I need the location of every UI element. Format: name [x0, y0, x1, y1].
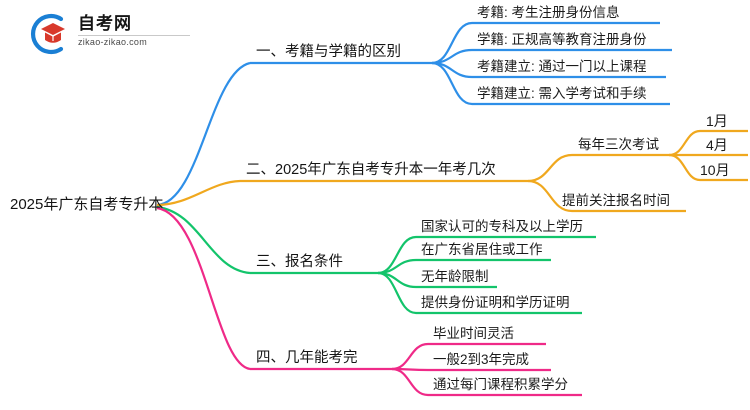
leaf-node-3-4[interactable]: 提供身份证明和学历证明: [421, 295, 570, 310]
leaf-node-2-1-3[interactable]: 10月: [700, 162, 730, 178]
branch-2-lines: [156, 129, 748, 213]
branch-1-lines: [156, 21, 672, 207]
branch-node-1[interactable]: 一、考籍与学籍的区别: [256, 44, 401, 60]
leaf-node-3-2[interactable]: 在广东省居住或工作: [421, 242, 543, 257]
site-logo: 自考网 zikao-zikao.com: [28, 10, 198, 56]
leaf-node-1-1[interactable]: 考籍: 考生注册身份信息: [477, 5, 620, 20]
leaf-node-2-1-2[interactable]: 4月: [706, 137, 728, 153]
logo-url: zikao-zikao.com: [78, 37, 148, 47]
leaf-node-4-2[interactable]: 一般2到3年完成: [433, 352, 530, 367]
branch-node-4[interactable]: 四、几年能考完: [256, 350, 358, 366]
branch-node-3[interactable]: 三、报名条件: [256, 254, 343, 270]
leaf-node-4-1[interactable]: 毕业时间灵活: [433, 326, 514, 341]
leaf-node-2-2[interactable]: 提前关注报名时间: [562, 193, 670, 208]
leaf-node-1-3[interactable]: 考籍建立: 通过一门以上课程: [477, 59, 647, 74]
logo-divider: [78, 35, 190, 36]
leaf-node-2-1-1[interactable]: 1月: [706, 113, 728, 129]
branch-4-lines: [156, 206, 582, 397]
logo-name: 自考网: [78, 14, 132, 33]
leaf-node-2-1[interactable]: 每年三次考试: [578, 137, 659, 152]
leaf-node-3-3[interactable]: 无年龄限制: [421, 269, 489, 284]
leaf-node-3-1[interactable]: 国家认可的专科及以上学历: [421, 219, 583, 234]
branch-node-2[interactable]: 二、2025年广东自考专升本一年考几次: [246, 162, 496, 178]
leaf-node-1-2[interactable]: 学籍: 正规高等教育注册身份: [477, 32, 647, 47]
mindmap-root-node[interactable]: 2025年广东自考专升本: [10, 196, 164, 213]
graduation-cap-icon: [30, 13, 65, 55]
leaf-node-1-4[interactable]: 学籍建立: 需入学考试和手续: [477, 86, 647, 101]
logo-text: 自考网 zikao-zikao.com: [78, 14, 198, 48]
leaf-node-4-3[interactable]: 通过每门课程积累学分: [433, 377, 568, 392]
branch-3-lines: [156, 205, 596, 315]
